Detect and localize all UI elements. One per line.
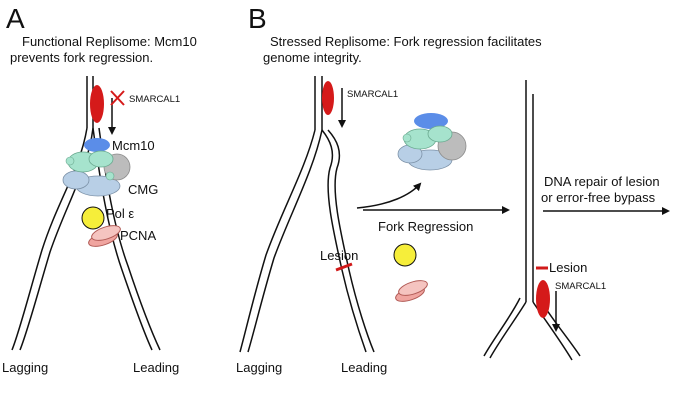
label-lagging-a: Lagging: [2, 360, 48, 375]
label-leading-b: Leading: [341, 360, 387, 375]
mcm10-dissociated: [414, 113, 448, 129]
panel-b: B Stressed Replisome: Fork regression fa…: [236, 3, 670, 375]
smarcal1-blob-stressed: [322, 81, 334, 115]
blocked-x-icon: [110, 90, 125, 106]
lesion-mark-left: [335, 262, 353, 272]
regressed-arm-left-inner: [483, 297, 521, 357]
cmg-complex-icon: [62, 150, 131, 197]
label-smarcal1: SMARCAL1: [129, 94, 180, 105]
panel-b-caption-line1: Stressed Replisome: Fork regression faci…: [270, 34, 542, 49]
label-mcm10: Mcm10: [112, 138, 155, 153]
regressed-arm-left-outer: [489, 301, 527, 359]
label-lesion-right: Lesion: [549, 260, 587, 275]
stressed-lagging-inner: [247, 129, 323, 353]
label-repair-line2: or error-free bypass: [541, 190, 656, 205]
label-pcna: PCNA: [120, 228, 156, 243]
pcna-released-icon: [395, 280, 428, 302]
label-cmg: CMG: [128, 182, 158, 197]
panel-a-letter: A: [6, 3, 25, 34]
stressed-lagging-outer: [239, 129, 316, 353]
pol-epsilon-circle: [81, 206, 105, 230]
mcm10-blob: [84, 138, 110, 152]
panel-a-caption-line2: prevents fork regression.: [10, 50, 153, 65]
panel-b-caption-line2: genome integrity.: [263, 50, 362, 65]
label-leading-a: Leading: [133, 360, 179, 375]
panel-a: A Functional Replisome: Mcm10 prevents f…: [2, 3, 197, 375]
pol-epsilon-released: [393, 243, 417, 267]
dissociation-arrow: [356, 182, 422, 209]
cmg-dissociated-icon: [397, 125, 467, 171]
label-pol-epsilon: Pol ε: [106, 206, 134, 221]
label-smarcal1-regressed: SMARCAL1: [555, 281, 606, 292]
pcna-ring-icon: [88, 225, 121, 247]
leading-strand-inner: [92, 127, 153, 351]
smarcal1-blob: [90, 85, 104, 123]
label-smarcal1-stressed: SMARCAL1: [347, 89, 398, 100]
stressed-leading-inner: [321, 129, 367, 353]
panel-b-letter: B: [248, 3, 267, 34]
label-fork-regression: Fork Regression: [378, 219, 473, 234]
panel-a-caption-line1: Functional Replisome: Mcm10: [22, 34, 197, 49]
label-lagging-b: Lagging: [236, 360, 282, 375]
label-lesion-left: Lesion: [320, 248, 358, 263]
stressed-leading-outer: [327, 129, 375, 353]
smarcal1-blob-regressed: [536, 280, 550, 318]
label-repair-line1: DNA repair of lesion: [544, 174, 660, 189]
